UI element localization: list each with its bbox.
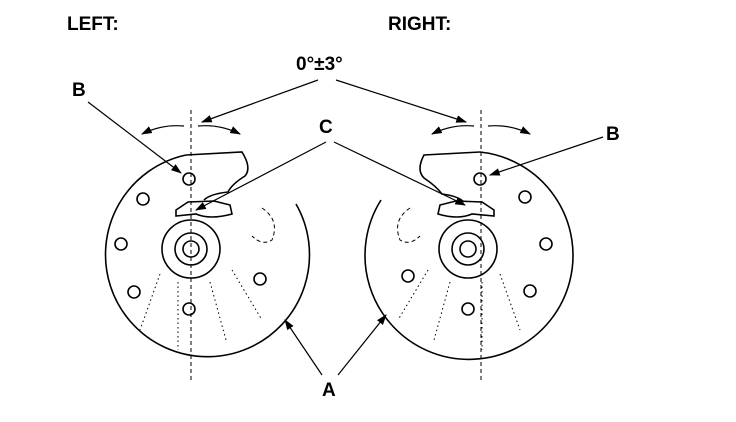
right-bolt-hole bbox=[539, 237, 553, 251]
left-bolt-hole bbox=[253, 272, 267, 286]
right-hub-inner bbox=[459, 240, 477, 258]
left-bolt-hole bbox=[136, 192, 150, 206]
left-bolt-hole bbox=[182, 172, 196, 186]
right-bolt-hole bbox=[518, 190, 532, 204]
left-bolt-hole bbox=[114, 237, 128, 251]
angle-leader-lines bbox=[200, 79, 468, 123]
leader-a-left bbox=[284, 319, 323, 376]
left-bolt-hole bbox=[182, 302, 196, 316]
callout-c: C bbox=[319, 117, 333, 138]
left-hub-outer bbox=[161, 219, 221, 279]
leader-b-left bbox=[87, 101, 182, 174]
callout-b-left: B bbox=[72, 80, 86, 101]
leader-c-left bbox=[195, 141, 327, 211]
right-disc-outline bbox=[364, 151, 574, 361]
left-disc bbox=[104, 110, 311, 380]
callout-b-right: B bbox=[606, 124, 620, 145]
right-hub-outer bbox=[438, 219, 498, 279]
right-hub-mid bbox=[451, 232, 485, 266]
left-disc-outline bbox=[104, 154, 311, 358]
leader-a-right bbox=[337, 314, 387, 376]
right-bolt-hole bbox=[461, 302, 475, 316]
right-bolt-hole bbox=[473, 172, 487, 186]
leader-c-right bbox=[333, 141, 466, 206]
right-disc bbox=[364, 110, 574, 380]
right-bolt-hole bbox=[523, 284, 537, 298]
callout-a: A bbox=[322, 380, 336, 401]
right-header: RIGHT: bbox=[388, 14, 451, 35]
left-header: LEFT: bbox=[67, 14, 119, 35]
left-bolt-hole bbox=[127, 285, 141, 299]
angle-tolerance-label: 0°±3° bbox=[296, 54, 343, 75]
right-bolt-hole bbox=[401, 269, 415, 283]
leader-b-right bbox=[488, 136, 604, 176]
